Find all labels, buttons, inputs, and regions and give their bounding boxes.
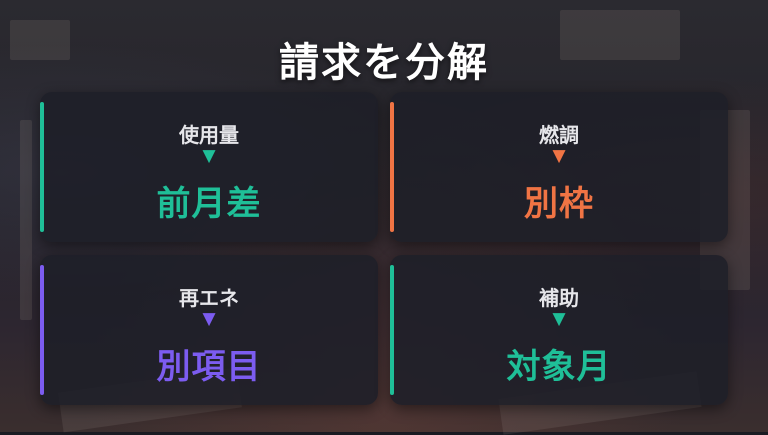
card-top-label: 補助 [539,286,579,310]
arrow-down-icon: ▼ [202,146,216,166]
arrow-down-icon: ▼ [552,309,566,329]
subsidy-card: 補助 ▼ 対象月 [390,255,728,405]
arrow-down-icon: ▼ [202,309,216,329]
accent-bar [40,265,44,395]
usage-card: 使用量 ▼ 前月差 [40,92,378,242]
fuel-adjustment-card: 燃調 ▼ 別枠 [390,92,728,242]
shelf-decoration [10,20,70,60]
card-bottom-label: 別項目 [156,347,262,387]
renewable-energy-card: 再エネ ▼ 別項目 [40,255,378,405]
card-top-label: 燃調 [539,123,579,147]
card-bottom-label: 別枠 [524,184,594,224]
card-bottom-label: 対象月 [506,347,612,387]
arrow-down-icon: ▼ [552,146,566,166]
card-bottom-label: 前月差 [156,184,262,224]
page-title: 請求を分解 [279,40,489,86]
accent-bar [390,265,394,395]
shelf-decoration [560,10,680,60]
card-top-label: 使用量 [179,123,239,147]
shelf-decoration [20,120,32,320]
accent-bar [390,102,394,232]
accent-bar [40,102,44,232]
card-top-label: 再エネ [179,286,239,310]
